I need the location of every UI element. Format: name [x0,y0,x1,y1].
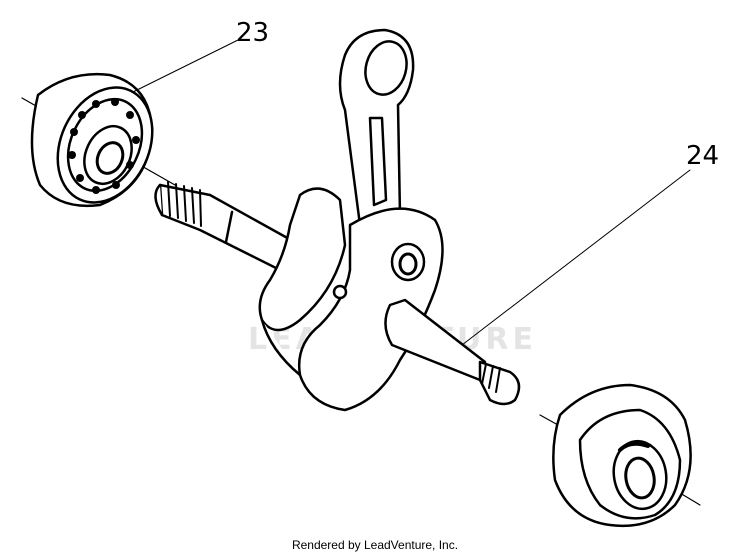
leader-line-23 [132,39,239,93]
crank-webs [258,187,444,412]
axis-line-right [539,414,559,426]
right-shaft [384,298,521,406]
callout-23: 23 [236,18,270,48]
credit-text: Rendered by LeadVenture, Inc. [291,538,459,552]
leader-line-24 [461,169,691,346]
connecting-rod [338,28,415,227]
bearing-24 [552,383,692,527]
callout-24: 24 [686,141,720,171]
bearing-23 [30,73,154,207]
